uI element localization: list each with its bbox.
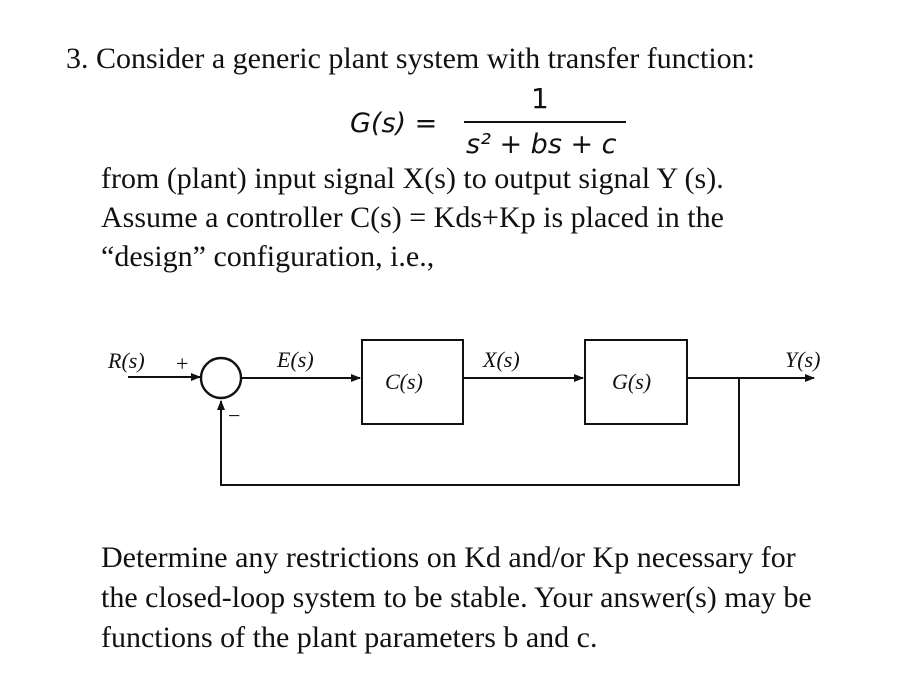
question-line-3: functions of the plant parameters b and … (101, 621, 598, 654)
feedback-path (217, 378, 740, 486)
equation-denominator: s² + bs + c (466, 129, 617, 160)
controller-label: C(s) (385, 369, 423, 394)
summing-junction (199, 356, 243, 400)
plant-input-label: X(s) (482, 347, 520, 372)
output-label: Y(s) (785, 347, 820, 372)
question-line-1: Determine any restrictions on Kd and/or … (101, 541, 796, 574)
problem-intro: Consider a generic plant system with tra… (96, 42, 755, 75)
plus-sign: + (176, 351, 188, 376)
description-line-2: Assume a controller C(s) = Kds+Kp is pla… (101, 201, 724, 234)
problem-number: 3. (66, 42, 89, 75)
equation-numerator: 1 (531, 82, 549, 115)
error-label: E(s) (276, 347, 314, 372)
equation-fraction-bar (464, 121, 626, 123)
plant-label: G(s) (612, 369, 651, 394)
equation-lhs: G(s) = (350, 108, 438, 139)
problem-intro-line: 3. Consider a generic plant system with … (66, 44, 755, 74)
minus-sign: − (228, 403, 240, 428)
input-label: R(s) (107, 348, 145, 373)
controller-block (361, 339, 464, 425)
description-line-3: “design” configuration, i.e., (101, 240, 435, 273)
description-line-1: from (plant) input signal X(s) to output… (101, 162, 724, 195)
question-line-2: the closed-loop system to be stable. You… (101, 581, 812, 614)
plant-block (584, 339, 688, 425)
